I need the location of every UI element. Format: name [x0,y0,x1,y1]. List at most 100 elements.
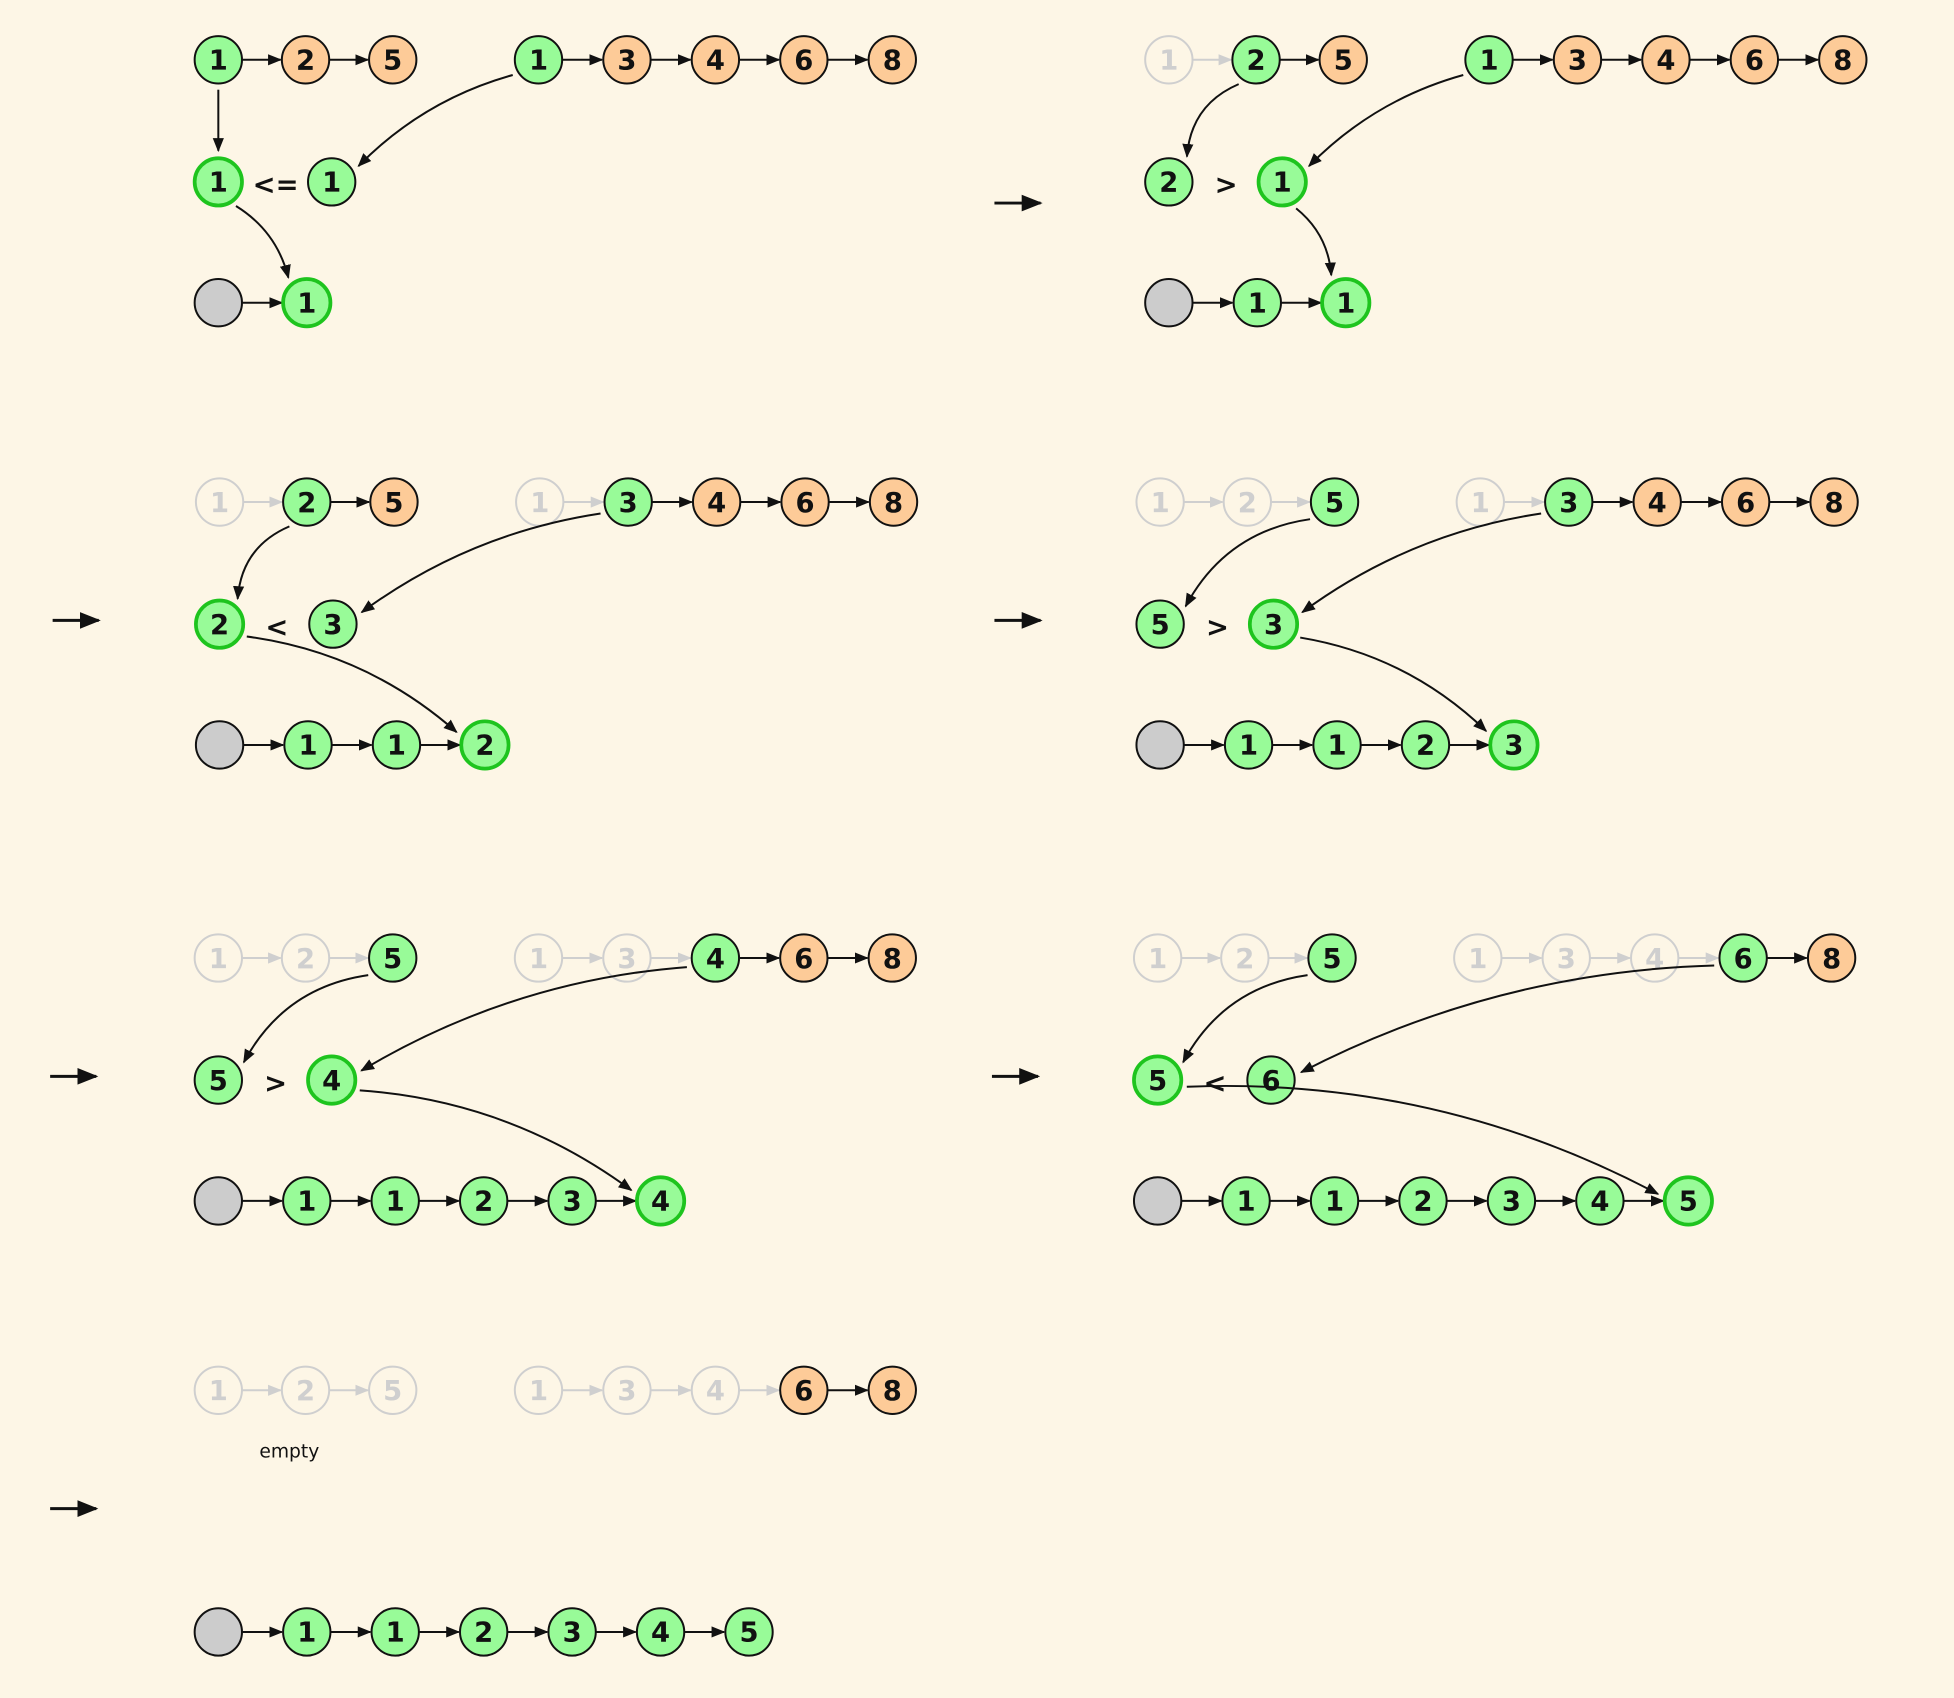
list1-node-label: 5 [1325,488,1344,519]
list2-node: 4 [690,933,741,983]
compare-right-node: 3 [308,599,358,649]
list1-node-circle [368,35,418,85]
result-node-label: 4 [1590,1187,1609,1218]
compare-left-node-circle [1144,157,1194,207]
list1-to-compare-arrow [233,525,290,601]
list2-node: 6 [1729,35,1780,85]
result-node-label: 1 [386,1618,405,1649]
result-node-label: 1 [298,731,317,762]
list1-node-circle [1132,933,1183,983]
list1-node-label: 5 [1323,944,1342,975]
list2-node: 8 [868,477,919,527]
list1-node: 2 [1222,477,1273,527]
list2-node-label: 4 [706,1376,725,1407]
result-node: 5 [1662,1175,1714,1227]
result-node-circle [635,1175,687,1227]
result-node-label: 2 [1416,731,1435,762]
list2-node: 4 [690,35,741,85]
list1-node-circle [1318,35,1368,85]
result-node-label: 1 [1239,731,1258,762]
list2-node-label: 8 [883,1376,902,1407]
list2-node: 3 [602,1365,652,1415]
compare-to-result-arrow [359,1089,633,1192]
list1-node-label: 2 [296,1376,315,1407]
result-dummy-head-node-circle [1132,1176,1183,1226]
result-node-label: 5 [1679,1187,1698,1218]
compare-to-result-arrow [246,635,458,733]
compare-to-result-arrow [1295,207,1336,277]
list1-node: 1 [193,35,243,85]
compare-left-node-label: 1 [209,168,228,199]
list2-node-label: 1 [1479,46,1498,77]
result-dummy-head-node-circle [193,1176,243,1226]
list2-node-label: 3 [617,1376,636,1407]
result-node: 3 [1488,719,1540,771]
list1-node-label: 5 [383,1376,402,1407]
list2-node: 6 [1718,933,1768,983]
compare-left-node: 5 [1132,1054,1184,1106]
compare-right-node-label: 1 [322,168,341,199]
list2-to-compare-arrow [360,966,687,1072]
list2-node-label: 1 [529,1376,548,1407]
list2-node-label: 3 [617,46,636,77]
result-node: 5 [724,1607,774,1657]
result-dummy-head-node-circle [193,278,243,328]
result-node: 4 [635,1607,686,1657]
result-node-label: 3 [563,1618,582,1649]
compare-left-node-label: 5 [1148,1066,1167,1097]
result-node: 1 [1221,1176,1271,1226]
list2-node-label: 4 [1656,46,1675,77]
compare-left-node: 5 [193,1055,243,1105]
compare-right-node: 1 [1256,156,1308,208]
compare-left-node: 2 [1144,157,1194,207]
result-node-label: 5 [739,1618,758,1649]
result-node: 3 [547,1607,597,1657]
list2-node-label: 3 [1568,46,1587,77]
list1-node: 1 [193,1365,243,1415]
list2-node: 8 [1818,35,1868,85]
list1-to-compare-arrow [1182,83,1240,158]
result-node-label: 3 [1504,731,1523,762]
result-node-circle [281,277,333,329]
list1-node-label: 1 [209,944,228,975]
list2-node: 8 [867,1365,917,1415]
list1-node-label: 5 [384,488,403,519]
list2-to-compare-arrow [1299,964,1715,1074]
compare-left-node: 1 [192,156,244,208]
list2-node: 8 [1806,933,1857,983]
result-node-label: 1 [386,1187,405,1218]
list2-node-label: 4 [706,46,725,77]
list2-node-label: 8 [1822,944,1841,975]
compare-left-node-label: 2 [1159,168,1178,199]
list2-node-circle [868,477,919,527]
list1-node: 2 [280,1365,331,1415]
result-dummy-head-node [1132,1176,1183,1226]
result-node-label: 1 [1248,288,1267,319]
result-node-label: 4 [651,1187,670,1218]
result-node: 2 [1398,1176,1448,1226]
compare-right-node: 4 [306,1054,358,1106]
empty-list-label: empty [259,1442,319,1463]
result-node: 1 [1309,1176,1360,1226]
list2-node: 8 [1809,477,1859,527]
compare-operator: < [1203,1068,1226,1099]
list2-node: 3 [602,35,652,85]
compare-to-result-arrow [1186,1084,1660,1195]
result-node-label: 1 [387,731,406,762]
list1-node: 5 [1307,933,1357,983]
list1-to-compare-arrow [1182,974,1308,1064]
list2-node: 1 [513,933,564,983]
list2-node-label: 6 [796,488,815,519]
list1-node-label: 1 [210,488,229,519]
result-node-label: 4 [651,1618,670,1649]
list1-node-label: 1 [1151,488,1170,519]
result-node-label: 1 [1327,731,1346,762]
result-node: 2 [1400,720,1451,770]
list2-node-label: 8 [1825,488,1844,519]
list2-node-label: 8 [1833,46,1852,77]
result-node-label: 2 [1413,1187,1432,1218]
